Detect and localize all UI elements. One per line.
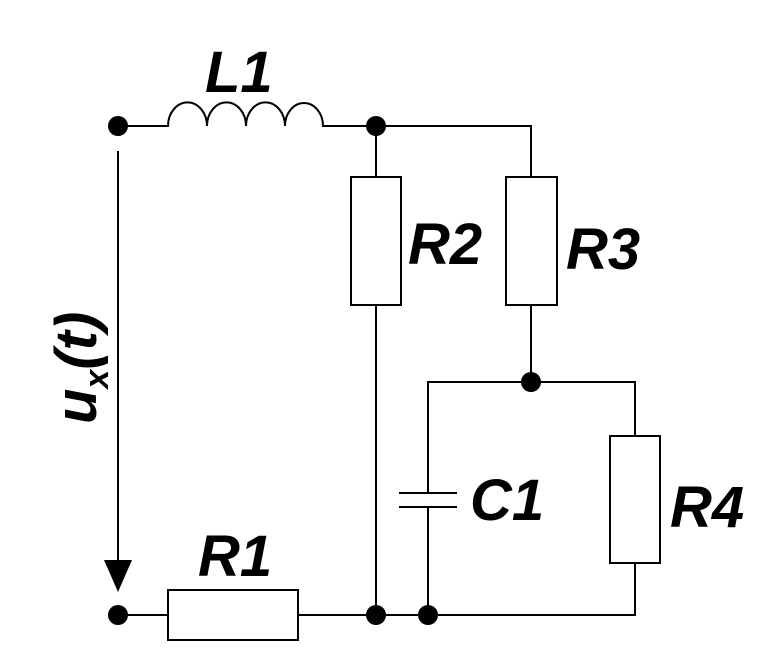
node-r3-r4 (521, 372, 541, 392)
resistor-r1-symbol (167, 589, 299, 641)
label-c1: C1 (470, 468, 544, 533)
resistor-r4-symbol (609, 435, 661, 564)
voltage-arrow (104, 151, 132, 592)
resistor-r3-symbol (505, 176, 558, 306)
voltage-argument: (t) (44, 312, 109, 370)
label-r2: R2 (408, 212, 482, 277)
arrow-head-icon (104, 560, 132, 592)
voltage-subscript: x (78, 368, 116, 391)
voltage-label: ux(t) (44, 312, 116, 424)
terminal-bottom (108, 605, 128, 625)
resistor-r2-symbol (350, 176, 402, 306)
label-r4: R4 (670, 475, 744, 540)
node-bottom-r2 (366, 605, 386, 625)
node-top (366, 116, 386, 136)
terminal-top (108, 116, 128, 136)
voltage-symbol: u (44, 389, 109, 424)
capacitor-c1-symbol (399, 492, 457, 508)
label-l1: L1 (205, 40, 273, 105)
label-r1: R1 (198, 524, 272, 589)
label-r3: R3 (566, 217, 640, 282)
inductor-l1-symbol (166, 101, 325, 128)
node-bottom-c1 (418, 605, 438, 625)
junctions (108, 116, 541, 625)
